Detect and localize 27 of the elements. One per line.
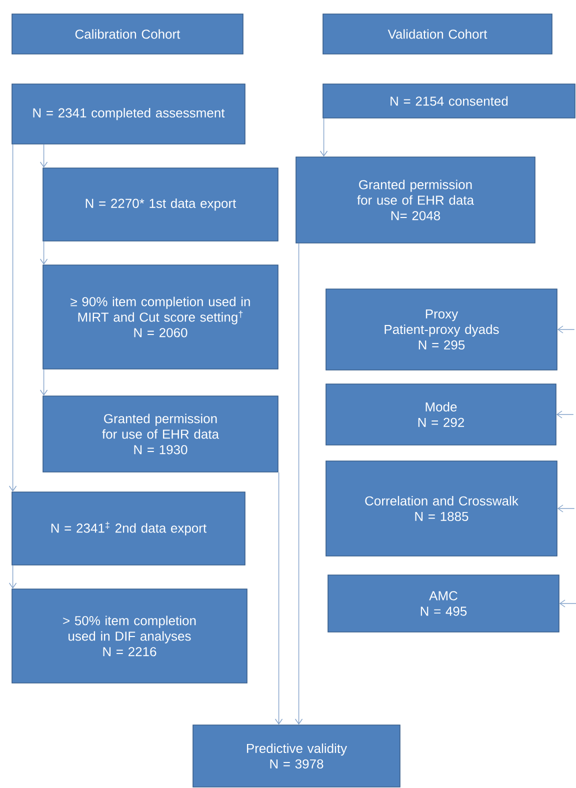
arrow: [40, 369, 48, 396]
process-box: N = 2341 completed assessment: [12, 84, 246, 144]
process-box: > 50% item completion used in DIF analyses N = 2216: [12, 588, 248, 684]
process-box: Mode N = 292: [326, 384, 556, 446]
arrow: [320, 118, 328, 157]
process-box: Proxy Patient-proxy dyads N = 295: [326, 288, 558, 370]
arrow: [8, 565, 17, 589]
process-box: ≥ 90% item completion used in MIRT and Cut score setting$^{†}$ N = 2060: [42, 264, 278, 370]
process-box: Granted permission for use of EHR data N= 2048: [296, 156, 536, 244]
process-box: Granted permission for use of EHR data N = 1930: [42, 396, 278, 472]
process-box: AMC N = 495: [328, 574, 560, 632]
process-box: Calibration Cohort: [12, 14, 244, 54]
arrow: [8, 144, 17, 492]
process-box: Predictive validity N = 3978: [192, 724, 400, 788]
process-box: Validation Cohort: [322, 14, 552, 54]
process-box: Correlation and Crosswalk N = 1885: [326, 460, 558, 556]
arrow: [556, 410, 574, 418]
process-box: N = 2270* 1st data export: [42, 168, 278, 242]
arrow: [559, 600, 576, 608]
arrow: [294, 243, 303, 725]
arrow: [274, 472, 283, 725]
process-box: N = 2341$^{‡}$ 2nd data export: [12, 492, 246, 566]
process-box: N = 2154 consented: [322, 84, 576, 118]
arrow: [557, 326, 575, 334]
arrow: [40, 144, 48, 168]
arrow: [557, 504, 575, 512]
arrow: [40, 241, 48, 265]
